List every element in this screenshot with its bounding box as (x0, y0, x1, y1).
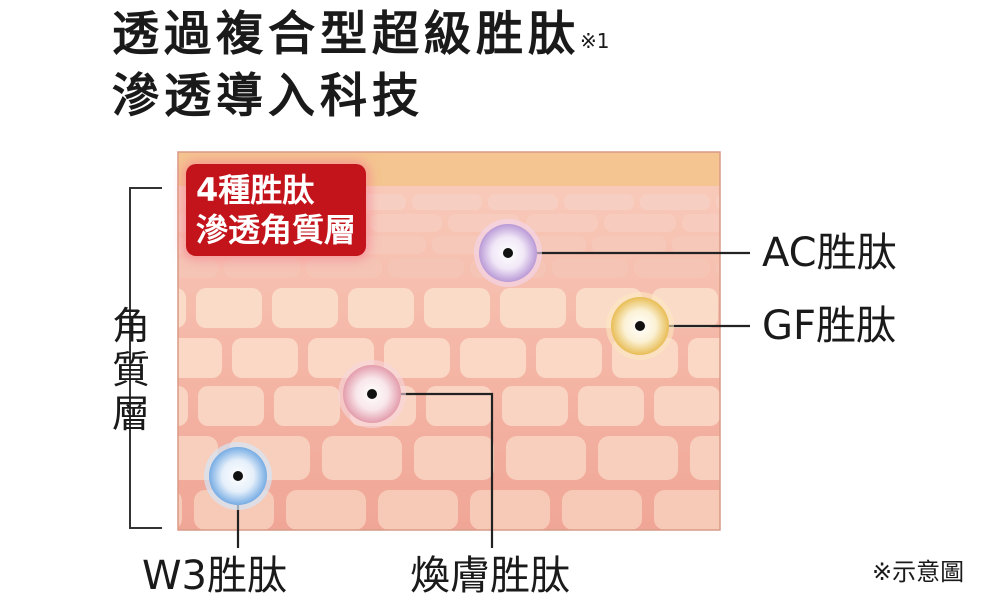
skin-cell (178, 386, 188, 426)
skin-cell (412, 194, 482, 210)
skin-cell (178, 288, 186, 328)
skin-cell (178, 258, 218, 278)
skin-cell (526, 214, 598, 232)
skin-cell (348, 288, 414, 328)
stratum-bracket (129, 187, 162, 529)
skin-cell (232, 338, 298, 378)
skin-cell (598, 436, 678, 480)
skin-cell (716, 194, 720, 210)
skin-cell (536, 338, 602, 378)
title-line-2: 滲透導入科技 (112, 69, 424, 124)
skin-cell (306, 258, 382, 278)
skin-cell (682, 214, 720, 232)
skin-cell (716, 259, 720, 277)
skin-cell (370, 214, 442, 232)
skin-cell (424, 288, 490, 328)
skin-cell (378, 490, 458, 530)
skin-cell (506, 436, 586, 480)
skin-cell (488, 194, 558, 210)
skin-cell (564, 194, 634, 210)
skin-cell (634, 258, 710, 278)
skin-cell (500, 288, 566, 328)
peptide-gf (606, 292, 674, 360)
penetration-badge: 4種胜肽 滲透角質層 (186, 164, 367, 256)
skin-cell (352, 236, 426, 254)
skin-cell (384, 338, 450, 378)
peptide-w3 (204, 442, 272, 510)
skin-cell (272, 288, 338, 328)
skin-cell (552, 258, 628, 278)
footnote-mark: ※1 (580, 29, 610, 53)
skin-cell (196, 288, 262, 328)
skin-cell (322, 436, 402, 480)
stratum-corneum-label: 角 質 層 (111, 304, 150, 436)
skin-cell (198, 386, 264, 426)
skin-cell (592, 236, 666, 254)
illustration-note: ※示意圖 (872, 558, 965, 586)
skin-cell (562, 490, 642, 530)
skin-cell (604, 214, 676, 232)
skin-cell (470, 490, 550, 530)
title-line-1: 透過複合型超級胜肽 (112, 7, 580, 62)
skin-cell (426, 386, 492, 426)
skin-cell (388, 258, 464, 278)
skin-cell (286, 490, 366, 530)
skin-cell (502, 386, 568, 426)
label-w3-peptide: W3胜肽 (142, 553, 287, 599)
skin-cell (460, 338, 526, 378)
skin-cell (690, 436, 720, 480)
skin-cell (414, 436, 494, 480)
page-title: 透過複合型超級胜肽※1 滲透導入科技 (112, 4, 609, 128)
label-huanfu-peptide: 煥膚胜肽 (410, 553, 570, 599)
skin-cell (654, 386, 720, 426)
skin-cell (672, 236, 720, 254)
skin-cell (178, 492, 182, 528)
skin-cell (274, 386, 340, 426)
badge-line-1: 4種胜肽 (196, 171, 315, 209)
skin-cell (640, 194, 710, 210)
label-gf-peptide: GF胜肽 (762, 303, 897, 349)
skin-cell (178, 236, 186, 254)
skin-cell (578, 386, 644, 426)
skin-cell (224, 258, 300, 278)
peptide-ac (474, 219, 542, 287)
skin-cell (688, 338, 720, 378)
label-ac-peptide: AC胜肽 (762, 230, 897, 276)
skin-cell (108, 194, 178, 210)
skin-cell (178, 338, 222, 378)
skin-cell (654, 490, 720, 530)
peptide-huanfu (338, 360, 406, 428)
badge-line-2: 滲透角質層 (196, 211, 357, 249)
